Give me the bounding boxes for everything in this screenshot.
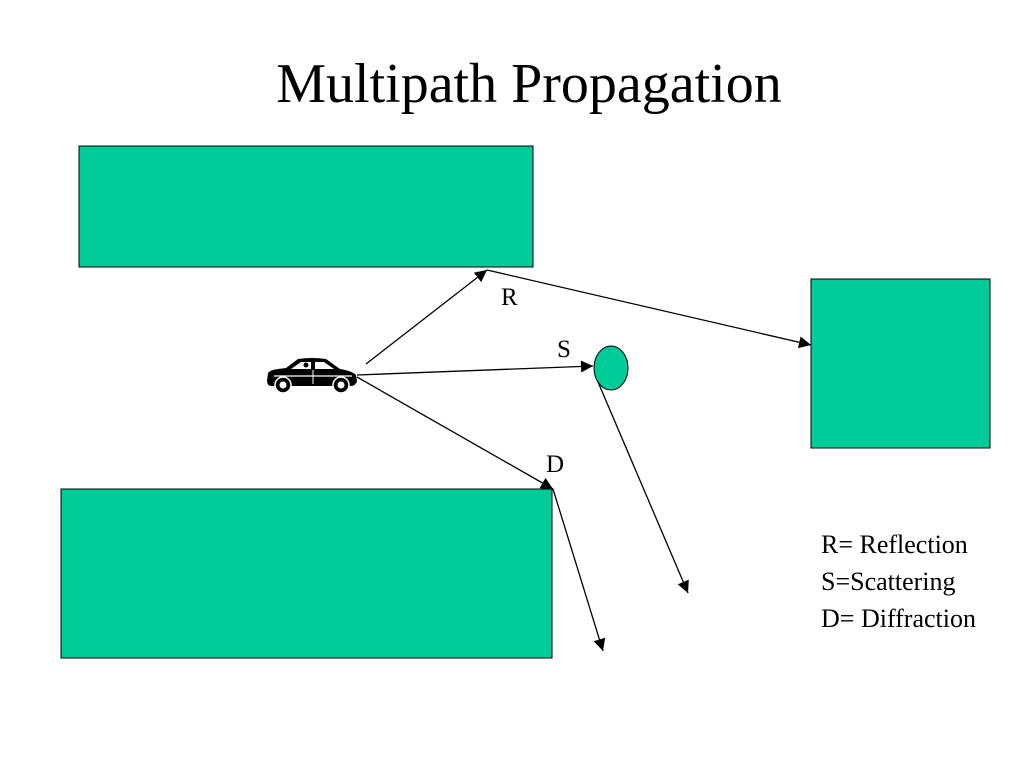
car-icon: [267, 358, 357, 394]
scatterer-object: [593, 345, 629, 391]
label-reflection: R: [501, 284, 518, 311]
label-diffraction: D: [546, 451, 565, 478]
building-top-left: [78, 145, 534, 268]
slide-title: Multipath Propagation: [276, 53, 782, 115]
incident-path-reflection: [365, 269, 488, 365]
scattered-path: [597, 381, 689, 594]
reflected-path: [486, 269, 812, 349]
building-right: [810, 278, 991, 449]
legend-diffraction: D= Diffraction: [821, 604, 976, 633]
legend: R= Reflection S=Scattering D= Diffractio…: [821, 526, 976, 637]
diffracted-path: [552, 488, 606, 652]
incident-path-scattering: [356, 360, 594, 376]
incident-path-diffraction: [356, 376, 554, 490]
legend-scattering: S=Scattering: [821, 567, 956, 596]
legend-reflection: R= Reflection: [821, 530, 968, 559]
building-bottom-left: [60, 488, 553, 659]
label-scattering: S: [557, 336, 571, 363]
